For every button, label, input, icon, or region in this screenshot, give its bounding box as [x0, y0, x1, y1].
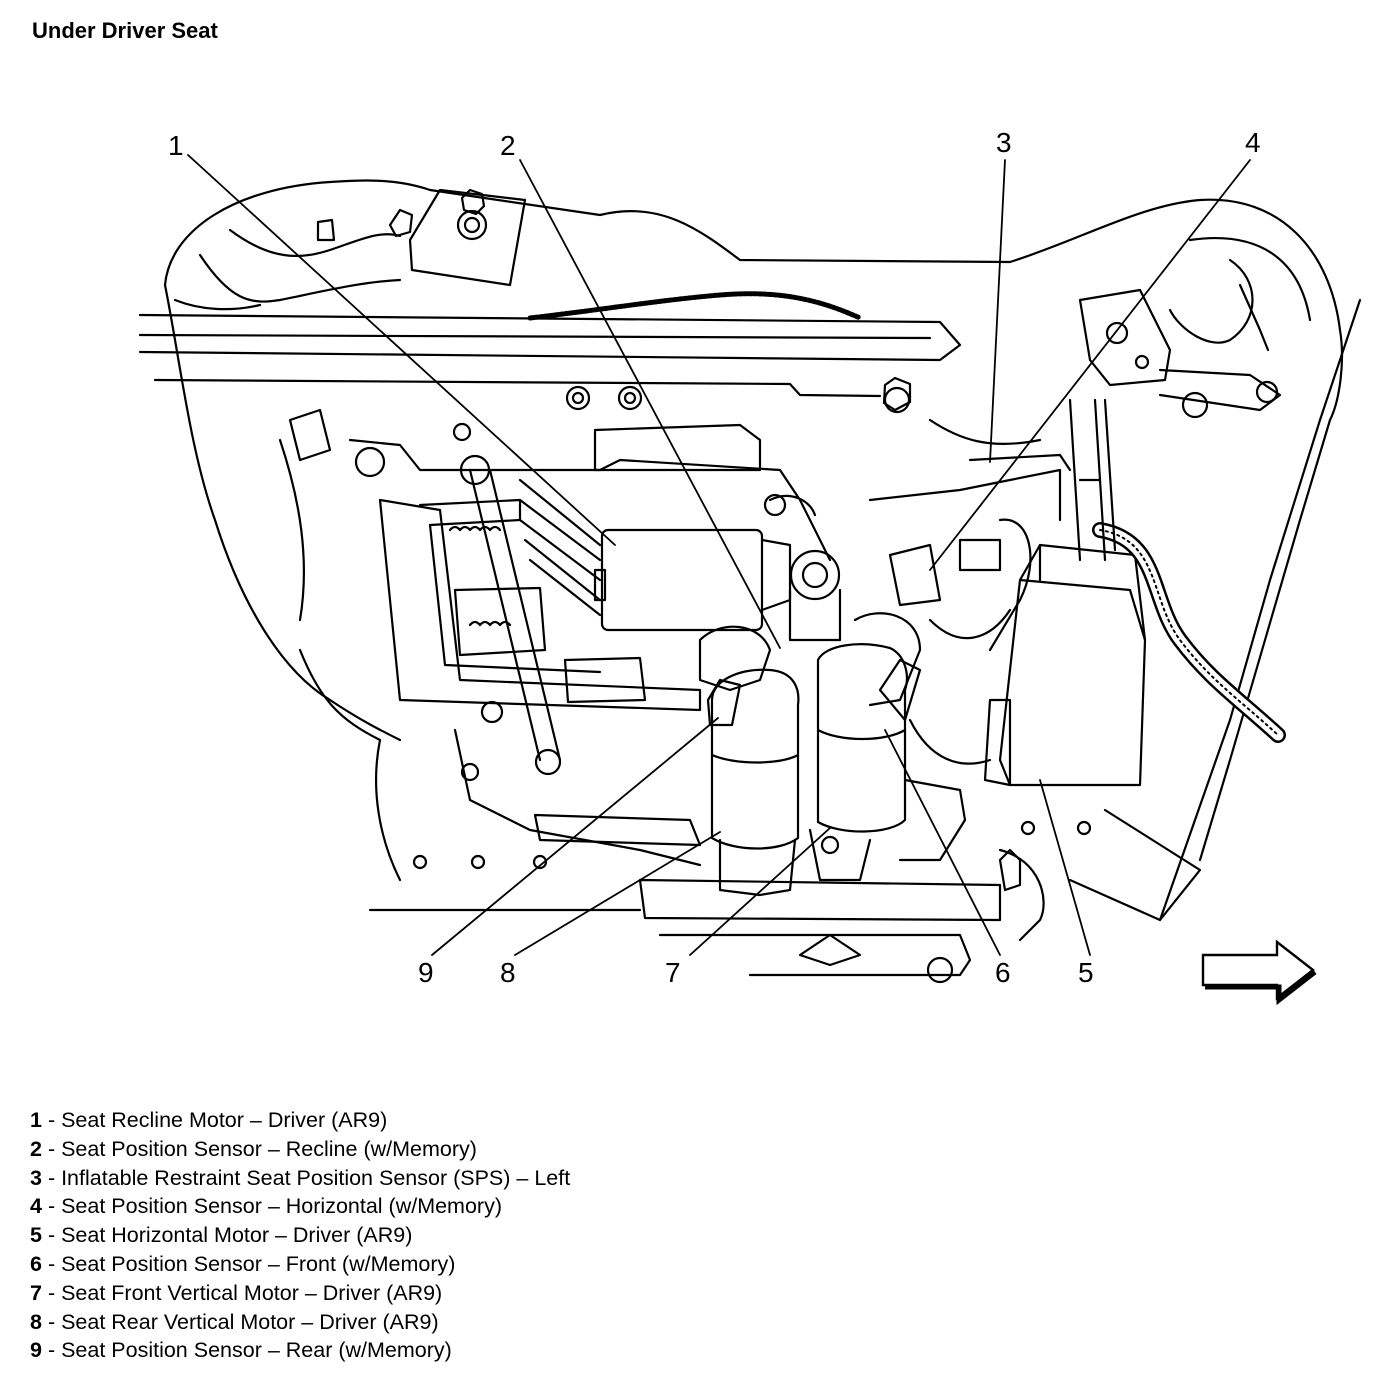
legend-item: 3 - Inflatable Restraint Seat Position S… — [30, 1165, 571, 1190]
leader-lines — [187, 154, 1251, 956]
legend-item: 6 - Seat Position Sensor – Front (w/Memo… — [30, 1251, 456, 1276]
page-title: Under Driver Seat — [32, 18, 218, 43]
top-bracket — [408, 188, 527, 287]
vertical-rod — [468, 468, 562, 762]
callout-8: 8 — [500, 957, 516, 988]
horizontal-motor — [998, 543, 1147, 787]
callout-9: 9 — [418, 957, 434, 988]
front-vertical-motor — [816, 643, 908, 833]
upper-rail — [138, 313, 962, 362]
callout-6: 6 — [995, 957, 1011, 988]
wire-harness-top — [527, 291, 863, 321]
spring — [448, 525, 502, 532]
legend-item: 2 - Seat Position Sensor – Recline (w/Me… — [30, 1136, 477, 1161]
seat-frame-outline — [163, 179, 1344, 422]
legend-item: 5 - Seat Horizontal Motor – Driver (AR9) — [30, 1223, 413, 1248]
callout-3: 3 — [996, 127, 1012, 158]
legend-item: 1 - Seat Recline Motor – Driver (AR9) — [30, 1108, 388, 1132]
legend-item: 8 - Seat Rear Vertical Motor – Driver (A… — [30, 1309, 439, 1334]
callout-1: 1 — [168, 130, 184, 161]
right-arrow-icon — [1201, 939, 1317, 1006]
legend-item: 4 - Seat Position Sensor – Horizontal (w… — [30, 1194, 502, 1219]
callout-4: 4 — [1245, 127, 1261, 158]
legend-item: 7 - Seat Front Vertical Motor – Driver (… — [30, 1280, 443, 1305]
callout-7: 7 — [665, 957, 681, 988]
legend-item: 9 - Seat Position Sensor – Rear (w/Memor… — [30, 1338, 452, 1363]
recline-motor — [600, 528, 764, 632]
callout-2: 2 — [500, 130, 516, 161]
callout-5: 5 — [1078, 957, 1094, 988]
parts-legend: 1 - Seat Recline Motor – Driver (AR9) 2 … — [30, 1106, 570, 1365]
rear-vertical-motor — [710, 668, 800, 850]
